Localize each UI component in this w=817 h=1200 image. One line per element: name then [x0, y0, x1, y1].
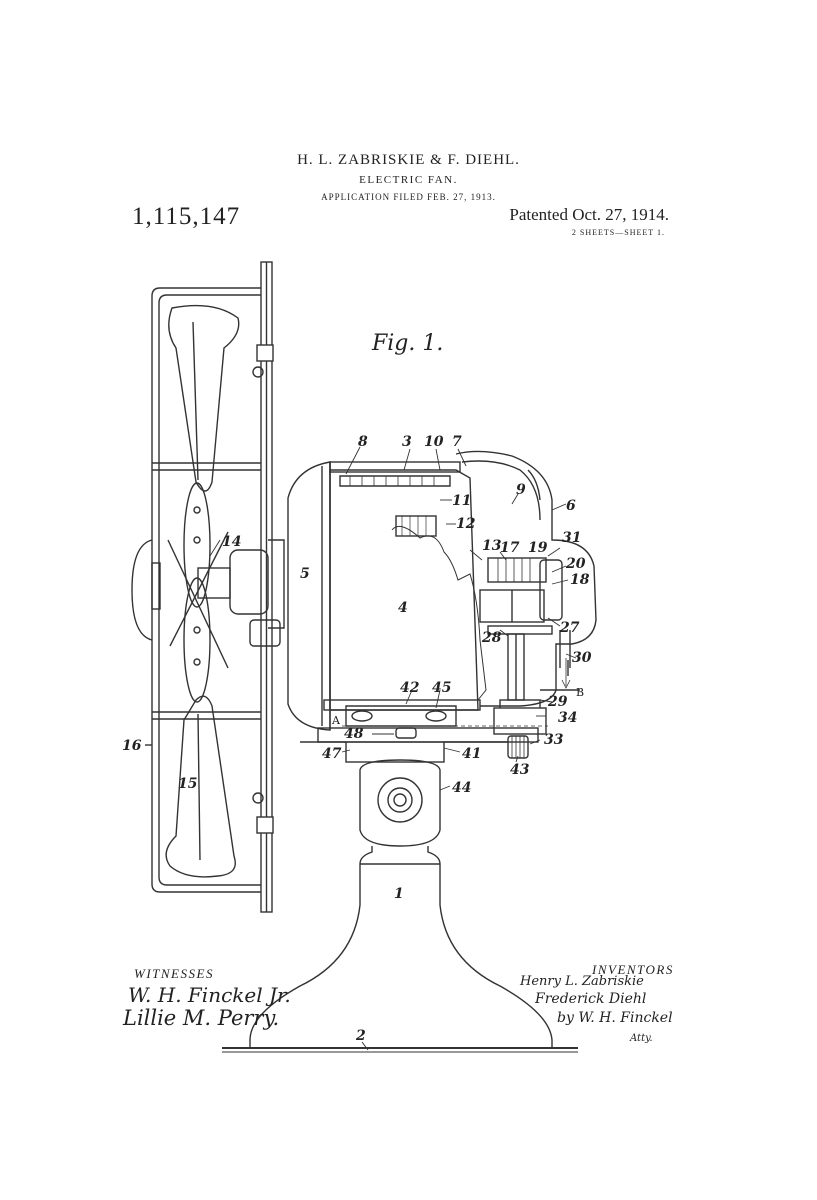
ref-30: 30	[572, 650, 592, 666]
ref-17: 17	[500, 540, 520, 556]
fan-blade-lower	[165, 695, 236, 878]
ref-20: 20	[565, 556, 586, 572]
base-plate	[345, 705, 457, 727]
rear-housing	[455, 450, 597, 707]
ref-19: 19	[528, 540, 548, 556]
ref-6: 6	[566, 498, 576, 514]
worm-gear	[487, 557, 547, 583]
ref-18: 18	[570, 572, 590, 588]
ref-11: 11	[452, 493, 471, 509]
inventors-line: H. L. ZABRISKIE & F. DIEHL.	[297, 152, 520, 168]
inventors-caption: INVENTORS	[592, 962, 674, 977]
ref-31: 31	[562, 530, 581, 546]
ref-8: 8	[358, 434, 368, 450]
ref-29: 29	[547, 694, 568, 710]
pedestal	[249, 846, 553, 1049]
ref-48: 48	[344, 726, 364, 742]
ref-47: 47	[322, 746, 342, 762]
witness-signature-1: W. H. Finckel Jr.	[128, 983, 291, 1007]
ball-joint	[359, 759, 441, 847]
ref-33: 33	[544, 732, 564, 748]
inventor-signature-1: Henry L. Zabriskie	[520, 974, 644, 989]
witness-signature-2: Lillie M. Perry.	[123, 1006, 280, 1030]
ref-2: 2	[355, 1028, 366, 1044]
patented-date: Patented Oct. 27, 1914.	[509, 205, 669, 224]
fan-blade-upper	[168, 304, 240, 492]
ref-27: 27	[559, 620, 580, 636]
motor-front-shell	[287, 461, 331, 731]
ref-13: 13	[482, 538, 502, 554]
section-label-a: A	[331, 714, 341, 727]
front-cap	[131, 539, 153, 641]
ref-16: 16	[122, 738, 142, 754]
section-label-b: B	[576, 686, 584, 699]
ref-7: 7	[452, 434, 462, 450]
ref-28: 28	[481, 630, 502, 646]
ref-34: 34	[558, 710, 577, 726]
ref-10: 10	[424, 434, 444, 450]
ref-5: 5	[300, 566, 310, 582]
inventor-signature-2: Frederick Diehl	[535, 991, 647, 1007]
guard-cage	[151, 287, 262, 893]
figure-label: Fig. 1.	[371, 331, 443, 356]
coil-field	[339, 475, 451, 487]
ref-1: 1	[394, 886, 404, 902]
witnesses-caption: WITNESSES	[134, 966, 214, 981]
adjusting-screw	[507, 735, 529, 759]
sheet-count: 2 SHEETS—SHEET 1.	[571, 228, 665, 237]
ref-3: 3	[402, 434, 412, 450]
patent-title: ELECTRIC FAN.	[359, 174, 458, 186]
motor-body	[329, 469, 479, 711]
application-filed: APPLICATION FILED FEB. 27, 1913.	[321, 192, 496, 202]
ref-12: 12	[456, 516, 476, 532]
ref-4: 4	[398, 600, 408, 616]
attorney-suffix: Atty.	[630, 1033, 653, 1044]
ref-9: 9	[516, 482, 526, 498]
ref-45: 45	[432, 680, 451, 696]
ref-44: 44	[452, 780, 471, 796]
ref-41: 41	[462, 746, 481, 762]
attorney-signature: by W. H. Finckel	[557, 1010, 673, 1026]
ref-15: 15	[178, 776, 197, 792]
ref-14: 14	[222, 534, 241, 550]
ref-43: 43	[510, 762, 530, 778]
patent-number: 1,115,147	[132, 203, 241, 230]
ref-42: 42	[400, 680, 420, 696]
